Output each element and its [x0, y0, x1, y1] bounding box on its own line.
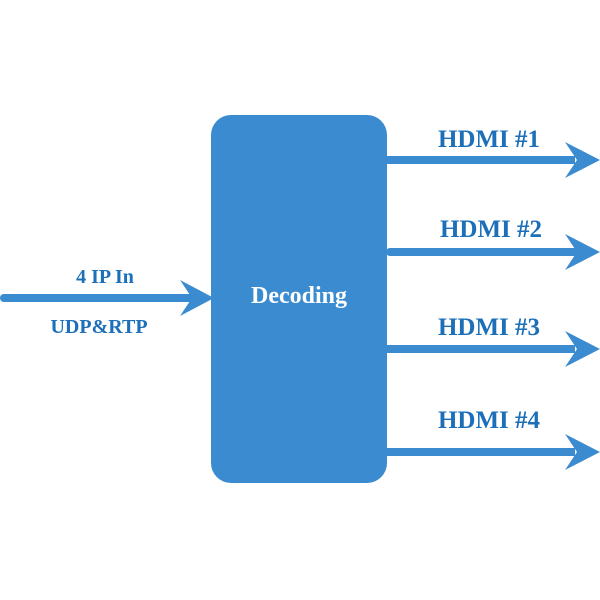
- output-label-2: HDMI #2: [439, 216, 543, 243]
- input-label-top: 4 IP In: [76, 266, 134, 288]
- input-arrow: [0, 280, 214, 316]
- decoding-block: Decoding: [211, 115, 387, 483]
- output-arrow-4: [385, 434, 600, 470]
- output-label-1: HDMI #1: [437, 126, 541, 153]
- input-label-bottom: UDP&RTP: [50, 316, 148, 338]
- output-label-3: HDMI #3: [437, 314, 541, 341]
- output-arrow-3: [385, 331, 600, 367]
- output-label-4: HDMI #4: [437, 407, 541, 434]
- output-arrow-1: [385, 142, 600, 178]
- output-arrow-2: [386, 234, 600, 270]
- decoding-label: Decoding: [251, 283, 347, 309]
